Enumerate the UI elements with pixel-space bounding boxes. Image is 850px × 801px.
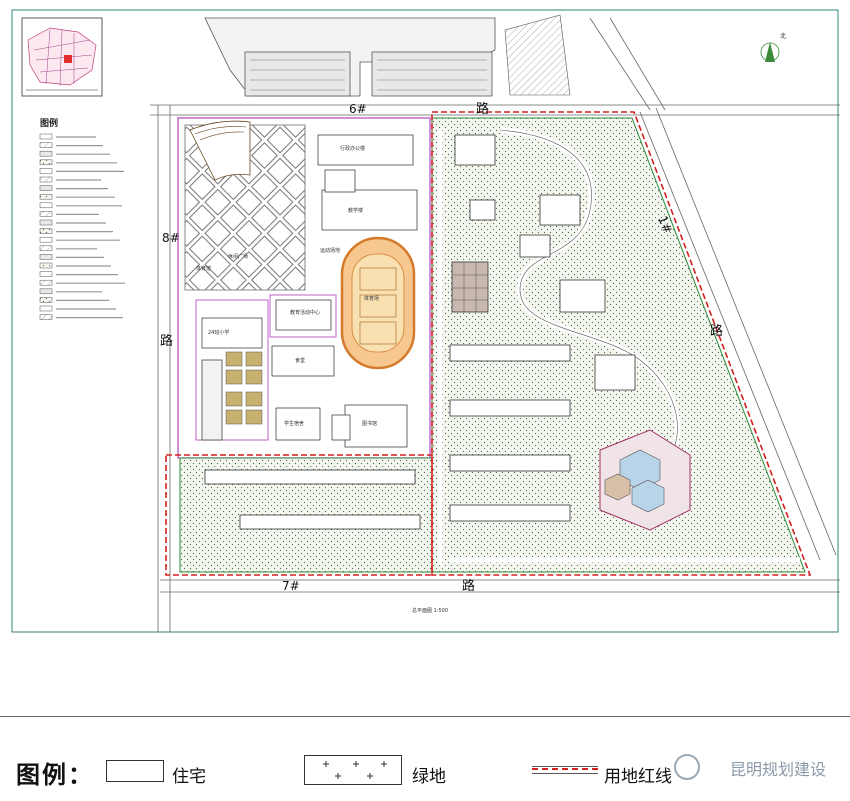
roads xyxy=(150,17,840,632)
side-legend-swatch xyxy=(39,176,53,183)
north-existing-buildings xyxy=(204,14,571,97)
side-legend-title: 图例 xyxy=(40,117,58,129)
residential-building xyxy=(594,354,636,391)
side-legend-swatch xyxy=(39,314,53,320)
side-legend-swatch xyxy=(39,133,53,140)
watermark: 昆明规划建设 xyxy=(729,760,826,779)
residential-building xyxy=(539,194,581,226)
legend-swatch-redline xyxy=(532,766,598,774)
residential-building xyxy=(449,399,571,417)
label-gym: 体育馆 xyxy=(196,265,211,272)
label-library: 图书馆 xyxy=(362,420,377,427)
side-legend-swatch xyxy=(39,245,53,252)
side-legend xyxy=(39,133,125,320)
side-legend-swatch xyxy=(39,193,53,200)
side-legend-swatch xyxy=(39,288,53,295)
label-teaching: 教学楼 xyxy=(348,207,363,214)
legend-divider xyxy=(0,716,850,717)
residential-building xyxy=(449,344,571,362)
side-legend-swatch xyxy=(39,142,53,148)
legend-title: 图例： xyxy=(16,761,94,789)
residential-building xyxy=(204,469,416,485)
road-label-north: 6# xyxy=(349,102,367,116)
residential-building xyxy=(239,514,421,530)
side-legend-swatch xyxy=(39,219,53,226)
location-inset-map xyxy=(21,17,103,97)
wechat-icon xyxy=(674,754,700,780)
label-admin: 行政办公楼 xyxy=(340,145,365,152)
label-activity: 教育活动中心 xyxy=(290,309,320,316)
legend-label-redline: 用地红线 xyxy=(604,767,672,787)
label-plaza: 休闲广场 xyxy=(228,253,248,260)
label-dorm: 学生宿舍 xyxy=(284,420,304,427)
side-legend-swatch xyxy=(39,159,53,166)
road-suffix-south: 路 xyxy=(462,578,475,594)
residential-building xyxy=(449,504,571,522)
legend-swatch-residential xyxy=(106,760,164,782)
road-label-south: 7# xyxy=(282,579,300,593)
label-stadium: 体育场 xyxy=(364,295,379,302)
north-label: 北 xyxy=(780,32,786,40)
legend-label-green: 绿地 xyxy=(412,767,446,787)
road-suffix-east: 路 xyxy=(710,323,723,339)
road-label-east: 1# xyxy=(655,214,675,236)
residential-building xyxy=(519,234,551,258)
master-plan-drawing: 北 图例 xyxy=(11,9,840,633)
residential-building xyxy=(469,199,496,221)
side-legend-swatch xyxy=(39,262,53,269)
side-legend-swatch xyxy=(39,185,53,191)
plan-title: 总平面图 1:500 xyxy=(412,607,448,614)
side-legend-swatch xyxy=(39,202,53,209)
residential-site xyxy=(179,117,806,573)
side-legend-swatch xyxy=(39,150,53,157)
clubhouse xyxy=(599,429,691,531)
label-school-block: 24班小学 xyxy=(208,329,229,336)
road-suffix-west: 路 xyxy=(160,333,173,349)
side-legend-swatch xyxy=(39,211,53,217)
school-site xyxy=(177,117,431,459)
site-redline xyxy=(165,111,812,576)
side-legend-swatch xyxy=(39,271,53,277)
bottom-legend: 图例： 住宅 绿地 用地红线 昆明规划建设 xyxy=(0,740,850,801)
residential-building xyxy=(559,279,606,313)
legend-swatch-green xyxy=(304,755,402,785)
label-canteen: 食堂 xyxy=(295,357,305,364)
residential-building xyxy=(454,134,496,166)
side-legend-swatch xyxy=(39,228,53,234)
side-legend-swatch xyxy=(39,168,53,174)
north-arrow-icon xyxy=(760,42,780,62)
side-legend-swatch xyxy=(39,254,53,260)
side-legend-swatch xyxy=(39,297,53,303)
residential-building xyxy=(449,454,571,472)
label-sports: 运动场地 xyxy=(320,247,340,254)
road-label-west: 8# xyxy=(162,231,180,245)
road-suffix-north: 路 xyxy=(476,101,489,117)
side-legend-swatch xyxy=(39,236,53,243)
side-legend-swatch xyxy=(39,279,53,286)
legend-label-residential: 住宅 xyxy=(172,767,206,787)
side-legend-swatch xyxy=(39,305,53,312)
